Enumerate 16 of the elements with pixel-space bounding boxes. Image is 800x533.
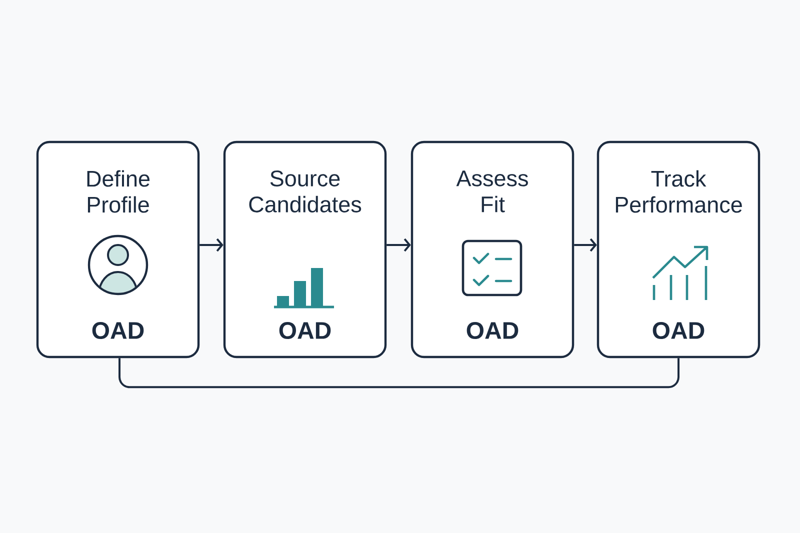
- step-box: [223, 140, 387, 358]
- step-title: Source Candidates: [249, 170, 362, 212]
- step-code: OAD: [652, 322, 704, 339]
- arrow: [200, 238, 224, 252]
- step-box: [36, 140, 200, 358]
- step-code: OAD: [466, 322, 518, 339]
- step-title: Assess Fit: [456, 170, 528, 212]
- connector-line: [118, 358, 680, 388]
- step-code: OAD: [92, 322, 144, 339]
- step-title: Track Performance: [616, 170, 742, 213]
- arrow: [574, 238, 597, 252]
- step-box: [410, 140, 574, 358]
- step-code: OAD: [279, 322, 331, 339]
- arrow: [386, 238, 411, 252]
- step-title: Define Profile: [87, 170, 150, 213]
- step-box: [596, 140, 760, 358]
